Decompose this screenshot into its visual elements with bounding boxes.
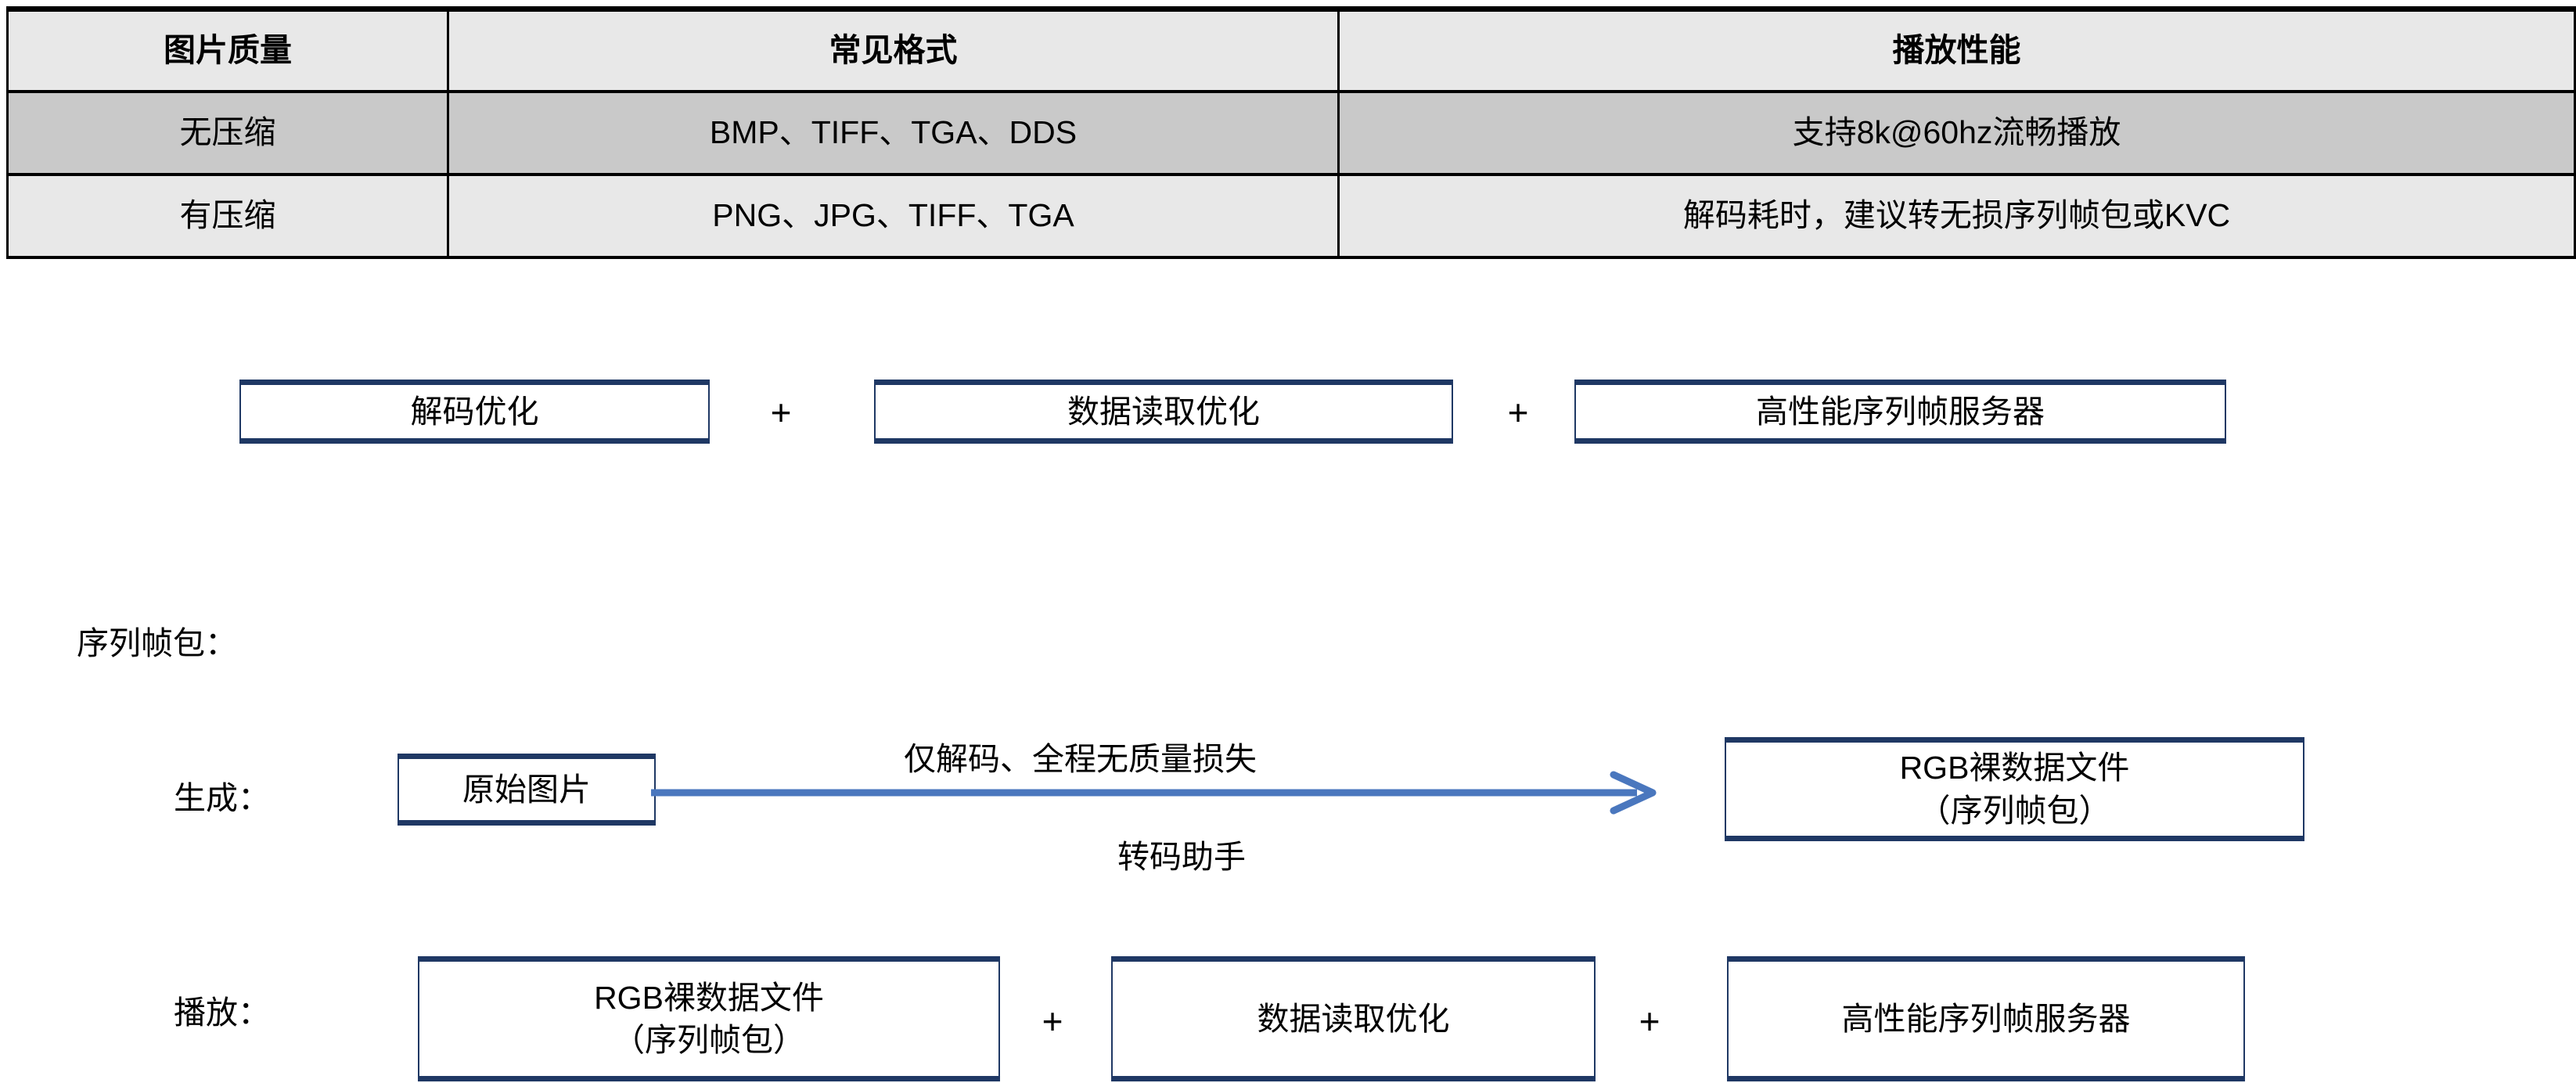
playback-box-data-read-optimization: 数据读取优化	[1111, 956, 1596, 1081]
playback-row-label: 播放：	[174, 995, 270, 1031]
generate-target-box-rgb-raw-data-file: RGB裸数据文件 （序列帧包）	[1725, 737, 2304, 841]
generate-source-box-original-image: 原始图片	[398, 754, 656, 826]
formula-box-data-read-optimization-label: 数据读取优化	[1067, 393, 1260, 430]
generate-target-box-line2: （序列帧包）	[1918, 792, 2111, 829]
transcode-arrow	[651, 771, 1657, 815]
playback-box-rgb-line1: RGB裸数据文件	[594, 979, 824, 1016]
formula-box-decode-optimization: 解码优化	[239, 380, 710, 444]
table-row: 无压缩 BMP、TIFF、TGA、DDS 支持8k@60hz流畅播放	[6, 90, 2576, 176]
spec-table-container: 图片质量 常见格式 播放性能 无压缩 BMP、TIFF、TGA、DDS 支持8k…	[6, 6, 2576, 259]
formula-plus-2: +	[1507, 392, 1529, 433]
table-header-playback-performance: 播放性能	[1337, 9, 2576, 93]
formula-plus-1: +	[770, 392, 792, 433]
formula-box-high-performance-server: 高性能序列帧服务器	[1574, 380, 2226, 444]
cell-performance-uncompressed: 支持8k@60hz流畅播放	[1337, 90, 2576, 176]
playback-box-data-read-optimization-label: 数据读取优化	[1257, 1000, 1450, 1037]
spec-table: 图片质量 常见格式 播放性能 无压缩 BMP、TIFF、TGA、DDS 支持8k…	[6, 6, 2576, 259]
cell-performance-compressed: 解码耗时，建议转无损序列帧包或KVC	[1337, 173, 2576, 257]
playback-plus-2: +	[1639, 1001, 1660, 1042]
cell-quality-compressed: 有压缩	[6, 173, 449, 257]
transcode-arrow-caption-top: 仅解码、全程无质量损失	[904, 741, 1257, 777]
cell-formats-uncompressed: BMP、TIFF、TGA、DDS	[447, 90, 1340, 176]
transcode-arrow-caption-bottom: 转码助手	[1117, 839, 1246, 875]
generate-source-box-label: 原始图片	[462, 771, 591, 808]
playback-box-high-performance-server-label: 高性能序列帧服务器	[1841, 1000, 2131, 1037]
playback-box-high-performance-server: 高性能序列帧服务器	[1727, 956, 2245, 1081]
cell-formats-compressed: PNG、JPG、TIFF、TGA	[447, 173, 1340, 257]
generate-target-box-line1: RGB裸数据文件	[1899, 750, 2130, 786]
playback-box-rgb-line2: （序列帧包）	[613, 1022, 805, 1058]
playback-box-rgb-raw-data-file: RGB裸数据文件 （序列帧包）	[418, 956, 1000, 1081]
playback-plus-1: +	[1042, 1001, 1063, 1042]
generate-row-label: 生成：	[174, 780, 270, 816]
table-header-common-formats: 常见格式	[447, 9, 1340, 93]
formula-box-decode-optimization-label: 解码优化	[410, 393, 539, 430]
formula-box-high-performance-server-label: 高性能序列帧服务器	[1756, 393, 2045, 430]
table-row: 有压缩 PNG、JPG、TIFF、TGA 解码耗时，建议转无损序列帧包或KVC	[6, 173, 2576, 257]
section-title-sequence-frame-package: 序列帧包：	[77, 625, 237, 661]
cell-quality-uncompressed: 无压缩	[6, 90, 449, 176]
table-header-image-quality: 图片质量	[6, 9, 449, 93]
table-header-row: 图片质量 常见格式 播放性能	[6, 9, 2576, 93]
formula-box-data-read-optimization: 数据读取优化	[874, 380, 1453, 444]
